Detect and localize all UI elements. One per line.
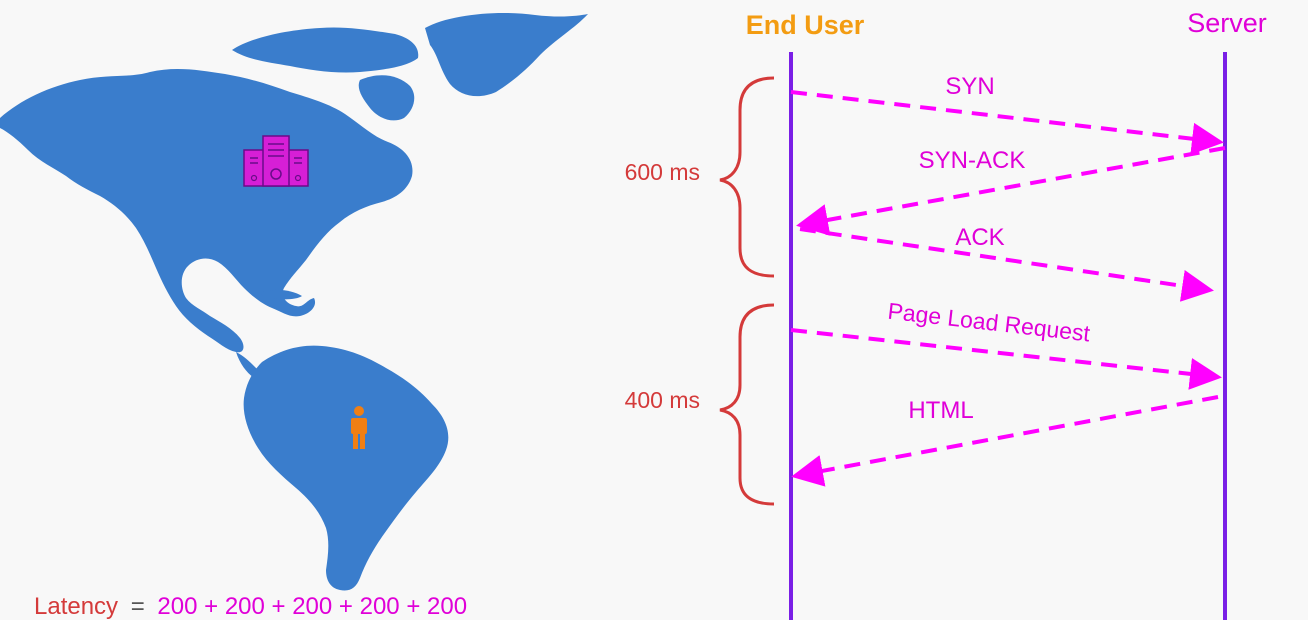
syn-ack-label: SYN-ACK xyxy=(919,147,1026,174)
syn-arrow xyxy=(790,90,1224,155)
americas-map xyxy=(0,12,588,591)
south-america-shape xyxy=(243,345,449,591)
html-label: HTML xyxy=(908,397,973,424)
page-load-request-arrow xyxy=(790,328,1222,390)
greenland-shape xyxy=(425,12,588,97)
latency-equals: = xyxy=(131,593,145,620)
phase-2-duration: 400 ms xyxy=(625,387,700,413)
syn-label: SYN xyxy=(945,73,994,100)
html-arrow xyxy=(791,395,1219,487)
phase-1-brace xyxy=(719,76,775,278)
caribbean-islands-shape xyxy=(261,289,302,300)
phase-2-brace xyxy=(719,303,775,506)
north-america-shape xyxy=(0,68,413,353)
central-america-shape xyxy=(236,352,278,384)
arctic-islands-shape xyxy=(232,27,419,73)
client-title: End User xyxy=(746,10,865,40)
phase-1-duration: 600 ms xyxy=(625,159,700,185)
latency-formula: Latency = 200 + 200 + 200 + 200 + 200 xyxy=(34,593,467,620)
latency-label: Latency xyxy=(34,593,118,620)
server-title: Server xyxy=(1187,8,1267,38)
syn-ack-arrow xyxy=(796,146,1226,236)
baffin-island-shape xyxy=(358,75,415,121)
ack-label: ACK xyxy=(955,224,1004,251)
server-rack-icon xyxy=(243,135,309,187)
person-icon xyxy=(351,406,367,449)
page-load-request-label: Page Load Request xyxy=(886,298,1092,347)
ack-arrow xyxy=(799,227,1214,302)
latency-expression: 200 + 200 + 200 + 200 + 200 xyxy=(157,593,467,620)
